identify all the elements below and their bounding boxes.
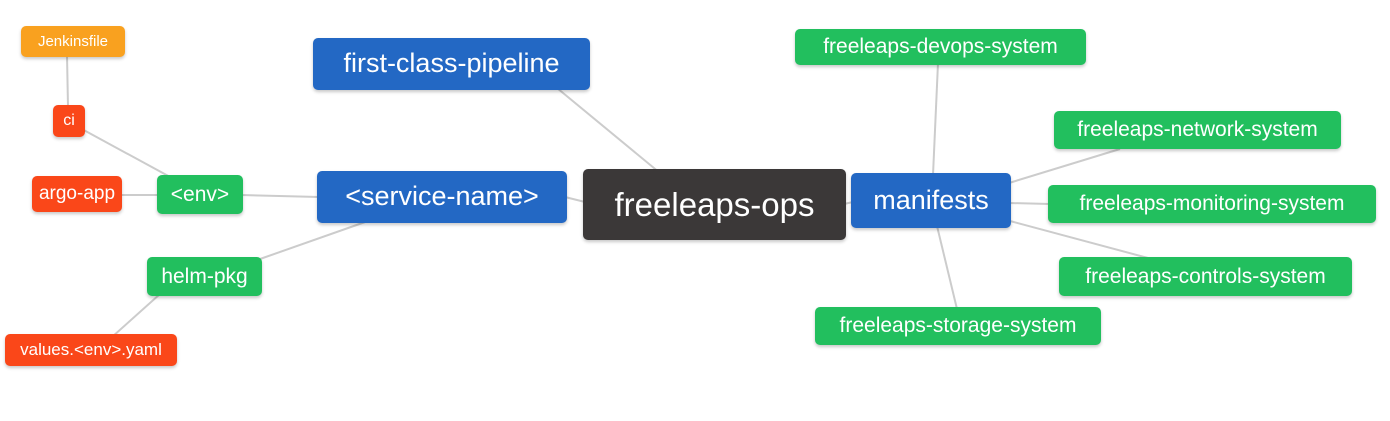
node-service-name[interactable]: <service-name> [317,171,567,223]
node-label: argo-app [38,183,116,204]
node-label: manifests [873,184,989,215]
node-label: helm-pkg [161,264,248,288]
edge-first-class-pipeline-freeleaps-ops [556,87,661,174]
node-controls-system[interactable]: freeleaps-controls-system [1059,257,1352,296]
node-freeleaps-ops[interactable]: freeleaps-ops [583,169,846,240]
edge-manifests-network-system [1008,148,1121,184]
node-label: freeleaps-controls-system [1085,264,1326,288]
node-jenkinsfile[interactable]: Jenkinsfile [21,26,125,57]
node-ci[interactable]: ci [53,105,85,137]
node-label: first-class-pipeline [343,48,560,78]
node-manifests[interactable]: manifests [851,173,1011,228]
edge-helm-pkg-service-name [259,220,369,260]
node-values-env-yaml[interactable]: values.<env>.yaml [5,334,177,366]
node-env[interactable]: <env> [157,175,243,214]
node-label: freeleaps-ops [614,185,815,223]
node-argo-app[interactable]: argo-app [32,176,122,212]
edge-service-name-freeleaps-ops [564,196,586,203]
node-label: values.<env>.yaml [20,340,162,359]
node-first-class-pipeline[interactable]: first-class-pipeline [313,38,590,90]
node-label: <service-name> [345,181,539,211]
node-devops-system[interactable]: freeleaps-devops-system [795,29,1086,65]
edge-devops-system-manifests [932,62,939,176]
node-label: freeleaps-monitoring-system [1079,192,1345,215]
edge-manifests-monitoring-system [1008,202,1051,205]
edge-values-env-yaml-helm-pkg [111,293,161,338]
edge-env-service-name [240,194,320,198]
edge-ci-env [79,127,173,179]
node-label: ci [63,111,75,129]
edge-jenkinsfile-ci [66,54,69,108]
node-network-system[interactable]: freeleaps-network-system [1054,111,1341,149]
node-label: <env> [170,182,230,206]
edge-manifests-storage-system [936,225,958,310]
node-monitoring-system[interactable]: freeleaps-monitoring-system [1048,185,1376,223]
node-storage-system[interactable]: freeleaps-storage-system [815,307,1101,345]
node-label: freeleaps-network-system [1077,118,1318,141]
edge-manifests-controls-system [1009,220,1149,259]
node-label: Jenkinsfile [37,32,109,50]
node-helm-pkg[interactable]: helm-pkg [147,257,262,296]
node-label: freeleaps-devops-system [823,35,1058,58]
node-label: freeleaps-storage-system [839,314,1077,337]
